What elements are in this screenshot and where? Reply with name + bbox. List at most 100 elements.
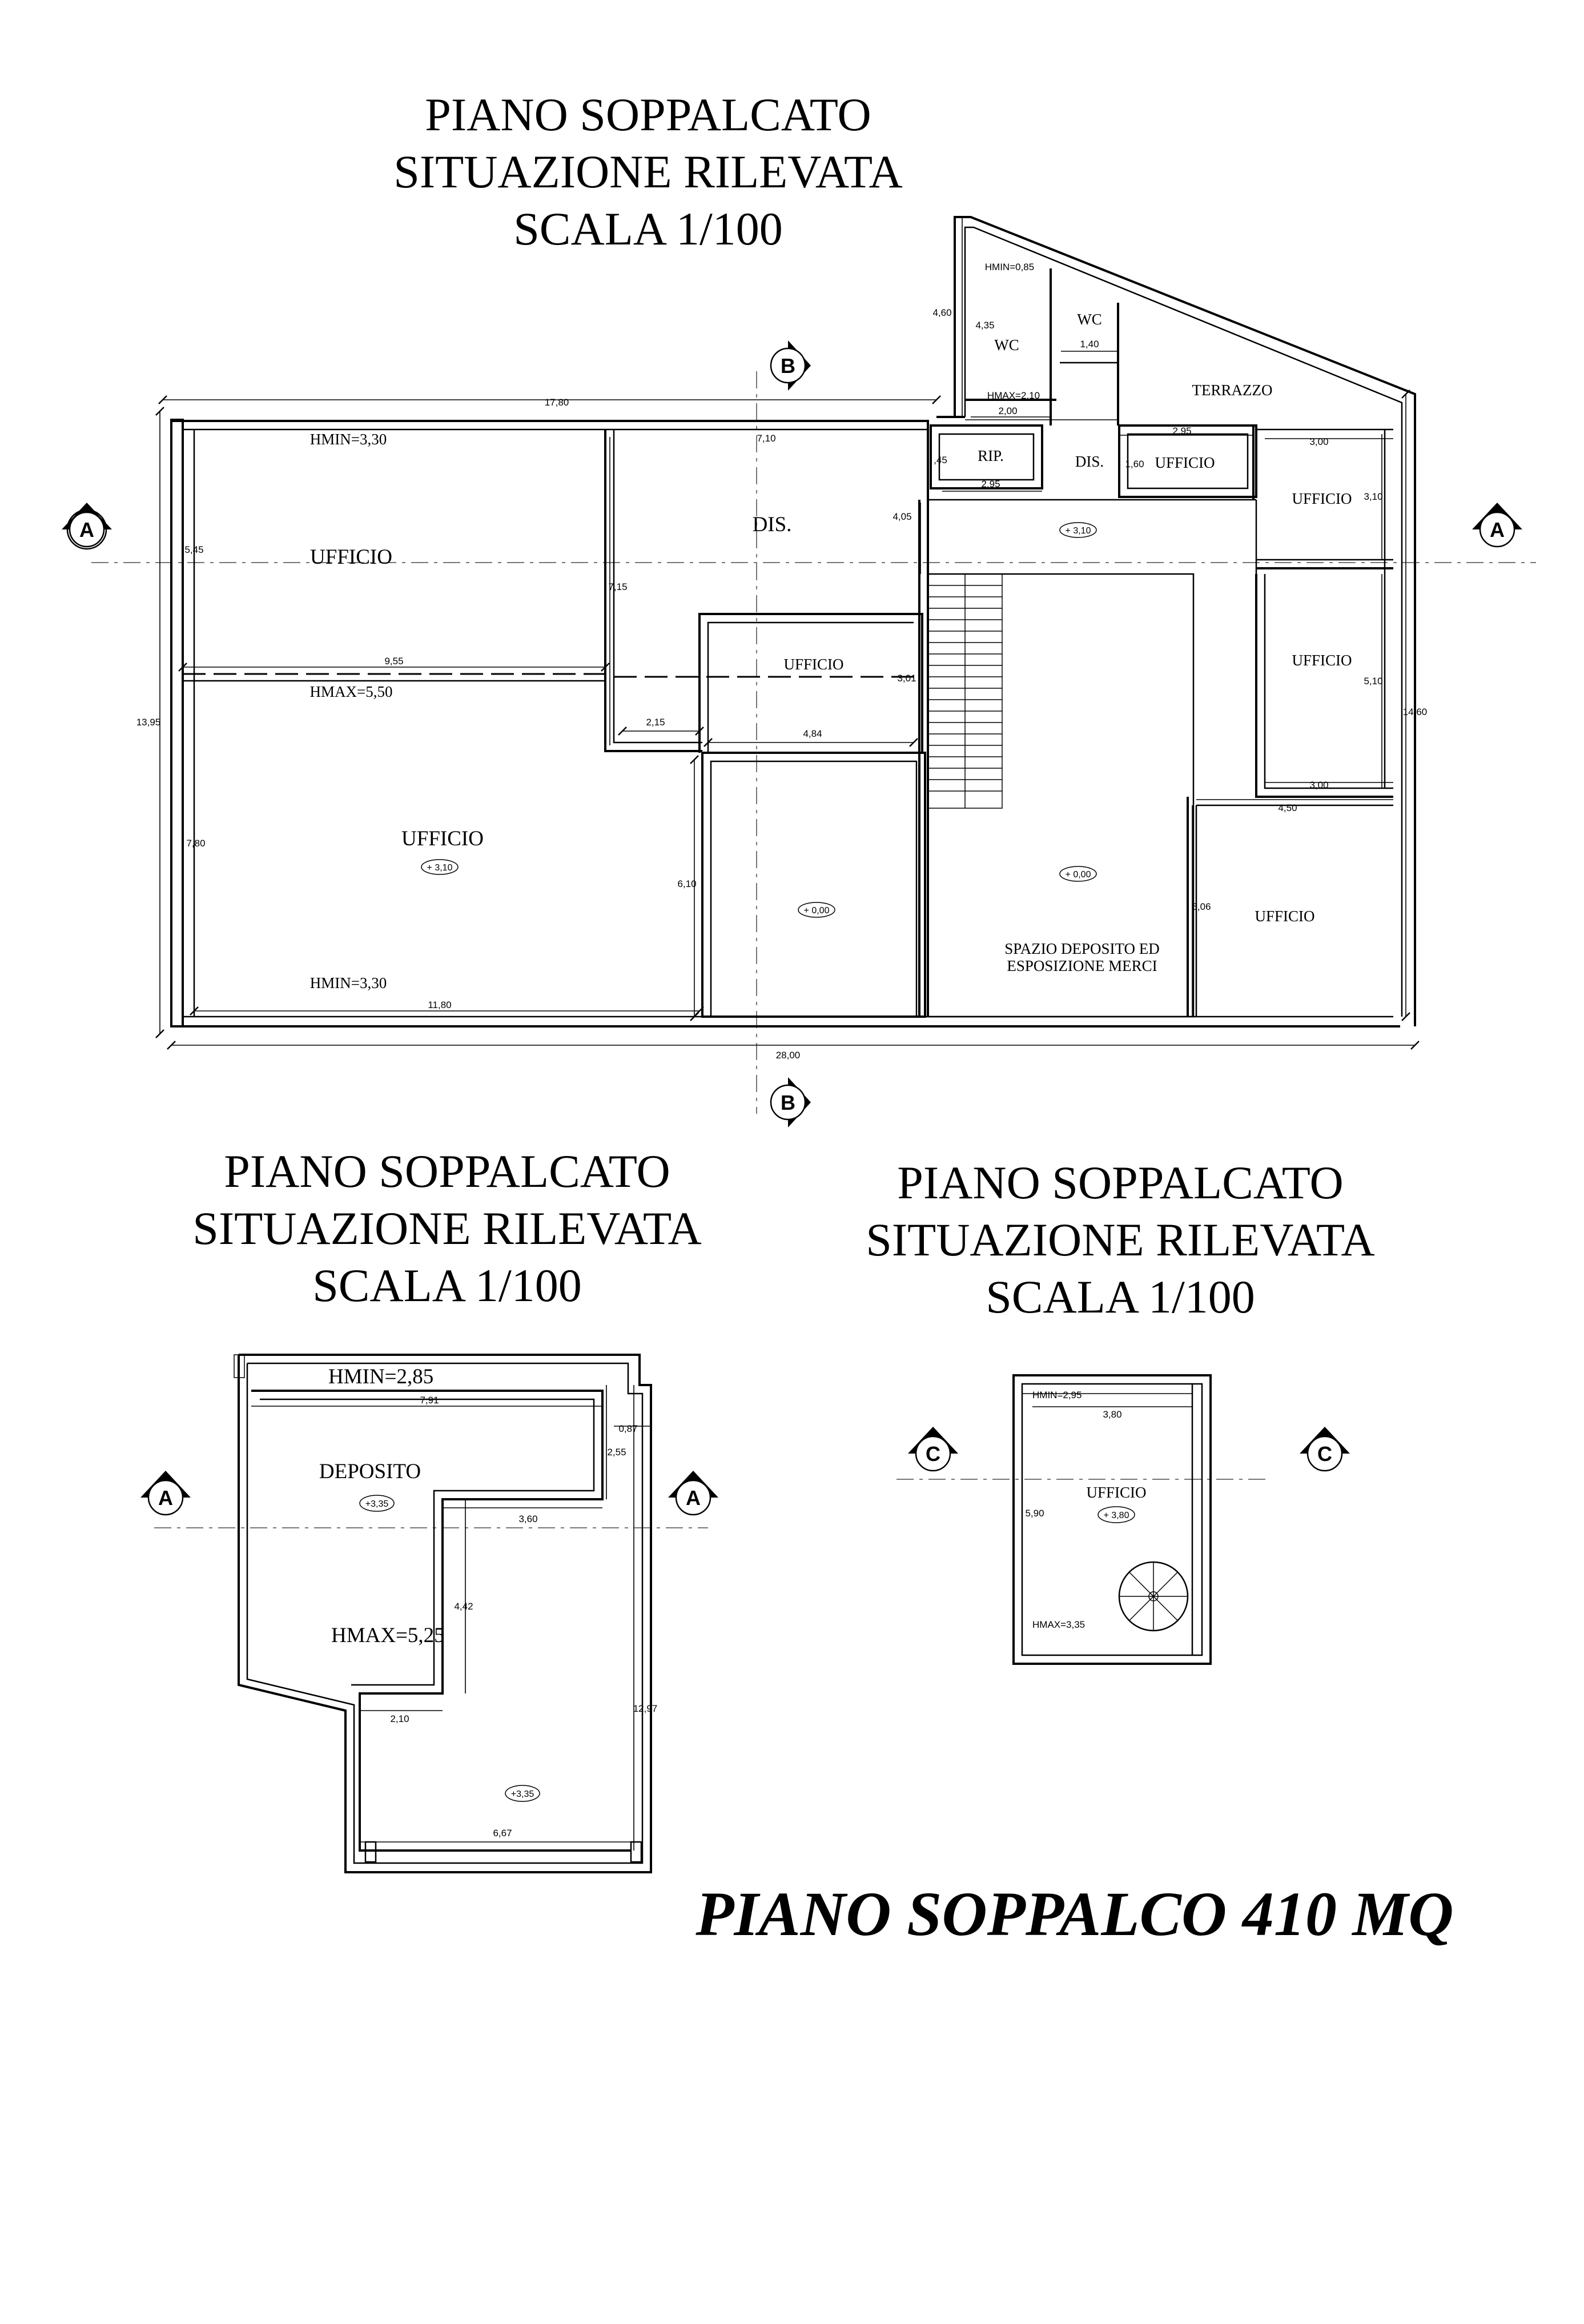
dim-510: 5,10 <box>1364 676 1382 687</box>
dim-405: 4,05 <box>892 511 911 522</box>
room-ufficio-6: UFFICIO <box>1292 652 1352 669</box>
section-marker-a-right: A <box>1472 503 1522 548</box>
level-markers-main: + 3,10 + 3,10 + 0,00 + 0,00 <box>421 522 1097 918</box>
section-marker-a2-right: A <box>668 1471 718 1516</box>
spiral-stair-icon <box>1118 1561 1189 1632</box>
dim-460: 4,60 <box>932 307 951 318</box>
room-ufficio-2: UFFICIO <box>401 827 484 850</box>
dim-1780: 17,80 <box>545 397 569 408</box>
dim-590: 5,90 <box>1025 1508 1044 1519</box>
dim-310: 3,10 <box>1364 491 1382 502</box>
room-dis-main: DIS. <box>753 513 792 536</box>
plan-ufficio-small: HMIN=2,95 HMAX=3,35 3,80 5,90 UFFICIO + … <box>896 1374 1350 1665</box>
title-right-line-1: PIANO SOPPALCATO <box>897 1157 1344 1209</box>
stair-treads <box>928 585 1002 792</box>
height-hmax-deposito: HMAX=5,25 <box>331 1624 445 1647</box>
title-left-line-2: SITUAZIONE RILEVATA <box>192 1202 702 1254</box>
height-hmin-ufficio: HMIN=2,95 <box>1032 1390 1082 1400</box>
dim-200: 2,00 <box>998 406 1017 416</box>
section-marker-c-left: C <box>908 1427 958 1472</box>
dim-791: 7,91 <box>420 1395 439 1406</box>
title-block-right: PIANO SOPPALCATO SITUAZIONE RILEVATA SCA… <box>866 1157 1375 1323</box>
title-left-line-3: SCALA 1/100 <box>312 1259 582 1311</box>
dim-360: 3,60 <box>518 1514 537 1524</box>
room-wc-2: WC <box>1077 311 1102 328</box>
dim-255: 2,55 <box>607 1447 626 1458</box>
section-label: C <box>926 1442 940 1466</box>
section-marker-a-left: A <box>62 503 112 550</box>
outer-walls <box>170 216 1416 1027</box>
level-335-b: +3,35 <box>511 1789 534 1799</box>
height-hmin-bottom: HMIN=3,30 <box>310 974 387 992</box>
section-label: B <box>781 354 795 378</box>
dim-295-rip: 2,95 <box>981 479 1000 489</box>
dim-295-top: 2,95 <box>1172 426 1191 436</box>
room-dis-small: DIS. <box>1075 453 1104 470</box>
room-wc-1: WC <box>994 336 1019 354</box>
level-000-b: + 0,00 <box>1066 870 1091 880</box>
room-ufficio-7: UFFICIO <box>1255 908 1314 925</box>
title-right-line-2: SITUAZIONE RILEVATA <box>866 1214 1375 1266</box>
title-left-line-1: PIANO SOPPALCATO <box>224 1145 670 1197</box>
dim-210: 2,10 <box>390 1713 409 1724</box>
title-line-3: SCALA 1/100 <box>513 203 783 255</box>
dim-450: 4,50 <box>1278 802 1297 813</box>
dim-506: 5,06 <box>1192 901 1211 912</box>
section-label: A <box>158 1486 173 1510</box>
room-deposito: DEPOSITO <box>319 1460 421 1483</box>
dim-300-top: 3,00 <box>1309 436 1328 447</box>
room-labels-main: UFFICIO UFFICIO DIS. UFFICIO WC WC TERRA… <box>310 311 1352 974</box>
interior-walls <box>183 268 1393 1018</box>
section-label: A <box>686 1486 701 1510</box>
section-label: B <box>781 1091 795 1114</box>
title-line-1: PIANO SOPPALCATO <box>425 89 871 141</box>
dim-380: 3,80 <box>1103 1409 1121 1420</box>
height-hmax-ufficio: HMAX=3,35 <box>1032 1619 1085 1630</box>
height-hmax: HMAX=5,50 <box>310 683 393 700</box>
height-labels-main: HMIN=3,30 HMAX=5,50 HMIN=3,30 HMIN=0,85 … <box>310 262 1040 992</box>
title-line-2: SITUAZIONE RILEVATA <box>393 146 903 198</box>
dim-1460: 14,60 <box>1403 707 1428 717</box>
room-spazio-line-2: ESPOSIZIONE MERCI <box>1007 957 1157 974</box>
room-ufficio-4: UFFICIO <box>1155 454 1215 471</box>
dim-710: 7,10 <box>757 433 775 444</box>
dim-1297: 12,97 <box>633 1703 658 1714</box>
level-310-office: + 3,10 <box>427 863 453 873</box>
title-block-top: PIANO SOPPALCATO SITUAZIONE RILEVATA SCA… <box>393 89 903 255</box>
level-335-a: +3,35 <box>365 1499 389 1509</box>
dim-300-bottom: 3,00 <box>1309 780 1328 790</box>
dim-715: 7,15 <box>608 581 627 592</box>
dim-1180: 11,80 <box>428 1000 451 1010</box>
dim-160: 1,60 <box>1125 459 1144 469</box>
dim-442: 4,42 <box>454 1601 473 1612</box>
room-ufficio-3: UFFICIO <box>783 656 843 673</box>
dimension-lines-main <box>155 217 1420 1050</box>
room-ufficio-small: UFFICIO <box>1086 1484 1146 1501</box>
dim-301: 3,01 <box>897 673 916 684</box>
dim-667: 6,67 <box>493 1828 512 1839</box>
dim-780: 7,80 <box>186 838 205 849</box>
dimension-texts-main: 17,80 7,10 2,95 3,00 5,45 7,15 4,05 9,55… <box>136 307 1428 1061</box>
title-block-left: PIANO SOPPALCATO SITUAZIONE RILEVATA SCA… <box>192 1145 702 1311</box>
level-380: + 3,80 <box>1104 1511 1129 1520</box>
summary-area-label: PIANO SOPPALCO 410 MQ <box>695 1879 1453 1949</box>
dim-435: 4,35 <box>975 320 994 331</box>
level-310-core: + 3,10 <box>1066 526 1091 536</box>
dim-610: 6,10 <box>677 878 696 889</box>
section-marker-c-right: C <box>1300 1427 1350 1472</box>
level-000-a: + 0,00 <box>804 906 830 916</box>
dim-2800: 28,00 <box>776 1050 801 1061</box>
dimension-texts-deposito: 7,91 0,87 2,55 3,60 4,42 2,10 12,97 6,67 <box>390 1395 657 1839</box>
section-label: A <box>1490 518 1505 541</box>
dim-955: 9,55 <box>384 656 403 667</box>
height-hmin-085: HMIN=0,85 <box>985 262 1034 272</box>
height-hmin-deposito: HMIN=2,85 <box>328 1365 433 1388</box>
dim-545: 5,45 <box>184 544 203 555</box>
title-right-line-3: SCALA 1/100 <box>986 1271 1255 1323</box>
room-rip: RIP. <box>978 447 1004 464</box>
dim-484: 4,84 <box>803 728 822 739</box>
room-ufficio-1: UFFICIO <box>310 545 392 569</box>
section-label: A <box>79 518 94 541</box>
plan-main-mezzanine: UFFICIO UFFICIO DIS. UFFICIO WC WC TERRA… <box>62 216 1536 1127</box>
